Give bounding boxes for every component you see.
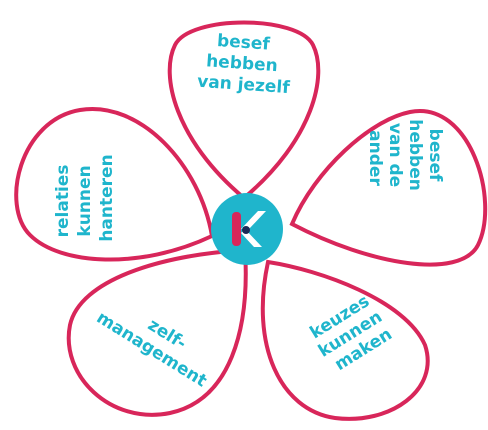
petal-bottom-left: zelf- management <box>66 247 248 417</box>
petal-top-line-2: hebben <box>206 51 279 76</box>
k-logo-icon <box>232 211 266 247</box>
petal-bottom-right: keuzes kunnen maken <box>260 259 430 421</box>
petal-left-line-3: hanteren <box>97 154 117 241</box>
petal-right-line-1: besef <box>425 129 445 182</box>
petal-right-line-4: ander <box>365 130 385 186</box>
petal-left-line-2: kunnen <box>75 165 95 236</box>
petal-top: besef hebben van jezelf <box>167 20 321 201</box>
petal-right-label: besef hebben van de ander <box>365 119 445 197</box>
petal-right: besef hebben van de ander <box>289 109 488 267</box>
petal-right-line-3: van de <box>385 123 405 187</box>
petal-top-line-1: besef <box>216 31 271 55</box>
center-hub <box>211 193 283 265</box>
petal-left-line-1: relaties <box>53 165 73 238</box>
petal-left: relaties kunnen hanteren <box>14 106 215 262</box>
petal-left-label: relaties kunnen hanteren <box>53 154 117 241</box>
petal-right-line-2: hebben <box>405 119 425 191</box>
